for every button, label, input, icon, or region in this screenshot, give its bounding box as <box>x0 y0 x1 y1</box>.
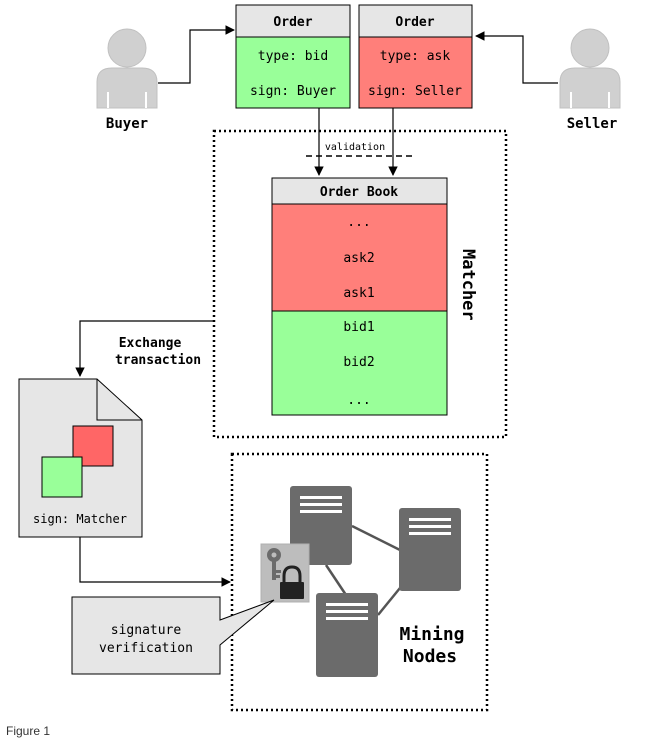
order-book-ask-row: ... <box>347 215 370 230</box>
transaction-document-icon: sign: Matcher <box>18 378 143 538</box>
order-book-header: Order Book <box>320 185 398 200</box>
order-book-bid-row: bid2 <box>343 355 374 370</box>
buyer-label: Buyer <box>106 116 148 132</box>
transaction-sign: sign: Matcher <box>33 512 127 526</box>
figure-caption: Figure 1 <box>6 724 50 738</box>
matcher-label: Matcher <box>458 249 478 321</box>
order-book-ask-row: ask2 <box>343 251 374 266</box>
server-icon <box>316 593 378 677</box>
order-book-bid-row: ... <box>347 393 370 408</box>
seller-user-icon <box>559 28 621 109</box>
signature-callout-line1: signature <box>111 623 182 638</box>
server-icon <box>399 508 461 591</box>
mining-label-line2: Nodes <box>403 646 457 667</box>
buy-order-header: Order <box>273 15 312 30</box>
sell-order-sign: sign: Seller <box>368 84 462 99</box>
order-book: Order Book ... ask2 ask1 bid1 bid2 ... <box>271 177 448 416</box>
buy-order-type: type: bid <box>258 49 328 64</box>
buy-order-sign: sign: Buyer <box>250 84 336 99</box>
order-book-bid-row: bid1 <box>343 320 374 335</box>
seller-label: Seller <box>567 116 618 132</box>
matcher-to-transaction-arrow <box>75 320 214 377</box>
exchange-label-line1: Exchange <box>119 336 182 351</box>
sell-order-box: Order type: ask sign: Seller <box>358 4 473 109</box>
buyer-to-order-arrow <box>158 25 235 84</box>
order-book-ask-row: ask1 <box>343 286 374 301</box>
signature-callout <box>71 596 275 675</box>
network-edges <box>324 524 401 616</box>
key-lock-icon <box>260 543 310 603</box>
matcher-boundary <box>212 129 508 439</box>
sell-order-header: Order <box>395 15 434 30</box>
seller-to-order-arrow <box>475 31 558 84</box>
buyer-user-icon <box>96 28 158 109</box>
exchange-label-line2: transaction <box>115 353 201 368</box>
buy-order-box: Order type: bid sign: Buyer <box>235 4 351 109</box>
mining-label-line1: Mining <box>399 624 464 645</box>
sell-order-type: type: ask <box>380 49 451 64</box>
signature-callout-line2: verification <box>99 641 193 656</box>
transaction-to-mining-arrow <box>79 537 231 587</box>
validation-label: validation <box>325 142 385 153</box>
